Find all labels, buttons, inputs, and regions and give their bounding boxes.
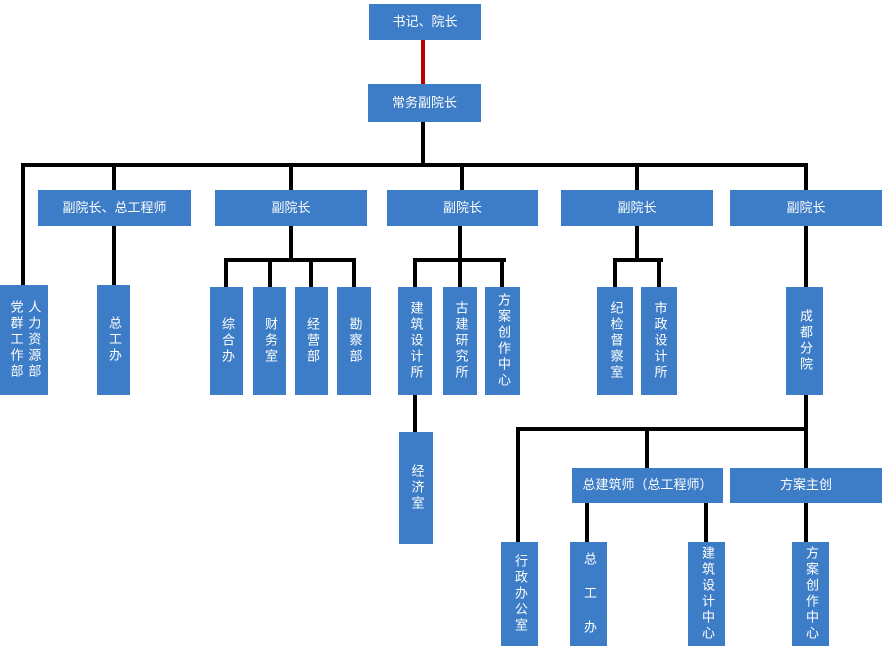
node-chengdu-branch: 成都分院	[786, 287, 823, 395]
node-label: 副院长	[786, 199, 826, 215]
connector-bus-to-depts	[21, 163, 25, 285]
node-label: 副院长、总工程师	[62, 199, 167, 215]
connector-to-economics	[413, 395, 417, 432]
connector-to-survey	[352, 260, 356, 287]
connector-vd2-down	[289, 226, 293, 260]
connector-vd3-down	[458, 226, 462, 287]
connector-to-discipline	[613, 260, 617, 287]
connector-to-chief-architect	[645, 431, 649, 468]
connector-bus-to-vd3	[460, 167, 464, 190]
node-operations-dept: 经营部	[295, 287, 328, 395]
node-label: 建筑设计中心	[699, 546, 715, 642]
node-label: 经营部	[304, 317, 320, 365]
node-label: 古建研究所	[453, 301, 469, 381]
node-chief-architect: 总建筑师（总工程师）	[572, 468, 723, 503]
node-vice-dean-5: 副院长	[730, 190, 882, 226]
node-label: 副院长	[271, 199, 311, 215]
node-label: 勘察部	[347, 317, 363, 365]
node-label: 成都分院	[797, 309, 813, 373]
connector-to-scheme-lead	[804, 431, 808, 468]
node-label: 总 工 办	[581, 552, 597, 636]
connector-vd5-to-chengdu	[804, 226, 808, 287]
node-label: 方案主创	[779, 477, 832, 493]
connector-to-branch-scheme-center	[804, 503, 808, 542]
node-vice-dean-2: 副院长	[215, 190, 367, 226]
node-arch-design-institute: 建筑设计所	[398, 287, 432, 395]
connector-to-arch-institute	[413, 260, 417, 287]
connector-vd3-splitter	[413, 258, 506, 262]
node-chief-engineer-office: 总工办	[97, 285, 130, 395]
node-label-party-mass: 党群工作部	[8, 300, 24, 380]
node-label: 财务室	[262, 317, 278, 365]
node-label: 副院长	[442, 199, 482, 215]
connector-exec-to-bus	[421, 122, 425, 167]
node-vice-dean-chief-engineer: 副院长、总工程师	[38, 190, 191, 226]
node-party-mass-and-hr-dept: 党群工作部 人力资源部	[0, 285, 48, 395]
connector-chengdu-down	[804, 395, 808, 431]
node-exec-vice-dean: 常务副院长	[368, 84, 481, 122]
node-label: 方案创作中心	[495, 293, 511, 389]
node-label: 经济室	[409, 464, 425, 512]
connector-vd2-splitter	[224, 258, 356, 262]
node-survey-dept: 勘察部	[337, 287, 371, 395]
node-label: 市政设计所	[652, 301, 668, 381]
node-label-hr: 人力资源部	[26, 300, 42, 380]
connector-to-admin-office	[516, 427, 520, 542]
connector-to-scheme-center	[500, 260, 504, 287]
node-vice-dean-3: 副院长	[387, 190, 538, 226]
connector-to-finance-office	[268, 260, 272, 287]
node-secretary-dean: 书记、院长	[369, 4, 481, 40]
node-scheme-lead: 方案主创	[730, 468, 882, 503]
node-label: 纪检督察室	[608, 301, 624, 381]
node-label: 行政办公室	[512, 554, 528, 634]
connector-to-operations	[309, 260, 313, 287]
node-label: 综合办	[219, 317, 235, 365]
node-general-office: 综合办	[210, 287, 243, 395]
node-discipline-inspection-office: 纪检督察室	[597, 287, 633, 395]
node-label: 常务副院长	[391, 94, 457, 110]
connector-main-bus	[21, 163, 808, 167]
connector-bus-to-vd5	[804, 163, 808, 190]
node-label: 建筑设计所	[408, 301, 424, 381]
connector-to-branch-eng-office	[585, 503, 589, 542]
node-admin-office: 行政办公室	[501, 542, 538, 646]
connector-to-general-office	[224, 260, 228, 287]
node-branch-chief-engineer-office: 总 工 办	[570, 542, 607, 646]
node-branch-scheme-creation-center: 方案创作中心	[792, 542, 829, 646]
node-arch-design-center: 建筑设计中心	[688, 542, 725, 646]
node-scheme-creation-center: 方案创作中心	[485, 287, 520, 395]
node-label: 书记、院长	[392, 13, 458, 29]
connector-to-municipal	[657, 260, 661, 287]
connector-to-arch-center	[704, 503, 708, 542]
connector-bus-to-vd2	[289, 167, 293, 190]
node-label: 副院长	[617, 199, 657, 215]
node-label: 总工办	[106, 316, 122, 364]
connector-branch-splitter	[516, 427, 808, 431]
connector-bus-to-vd4	[635, 167, 639, 190]
node-municipal-design-institute: 市政设计所	[641, 287, 677, 395]
connector-bus-to-vd1	[112, 167, 116, 190]
connector-vd4-splitter	[613, 258, 663, 262]
node-label: 总建筑师（总工程师）	[582, 477, 713, 493]
node-ancient-research-institute: 古建研究所	[443, 287, 477, 395]
node-finance-office: 财务室	[253, 287, 286, 395]
node-vice-dean-4: 副院长	[561, 190, 713, 226]
node-label: 方案创作中心	[803, 546, 819, 642]
connector-red-root	[421, 40, 425, 84]
connector-vd1-to-office	[112, 226, 116, 285]
connector-vd4-down	[635, 226, 639, 260]
node-economics-office: 经济室	[399, 432, 433, 544]
